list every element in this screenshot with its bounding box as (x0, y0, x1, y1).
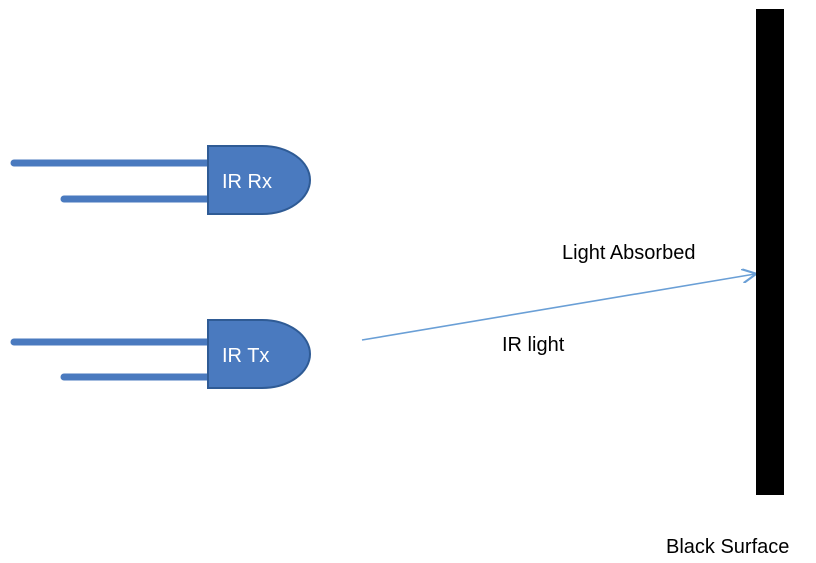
black-surface-label: Black Surface (666, 536, 789, 558)
ir-light-label: IR light (502, 334, 565, 356)
black-surface (756, 9, 784, 495)
transmitter-body (207, 319, 311, 389)
receiver-label: IR Rx (222, 171, 272, 193)
ir-receiver-led: IR Rx (10, 145, 311, 215)
ir-transmitter-led: IR Tx (10, 319, 311, 389)
transmitter-label: IR Tx (222, 345, 269, 367)
ir-light-beam-arrow (361, 274, 755, 341)
receiver-body (207, 145, 311, 215)
light-absorbed-label: Light Absorbed (562, 242, 695, 264)
